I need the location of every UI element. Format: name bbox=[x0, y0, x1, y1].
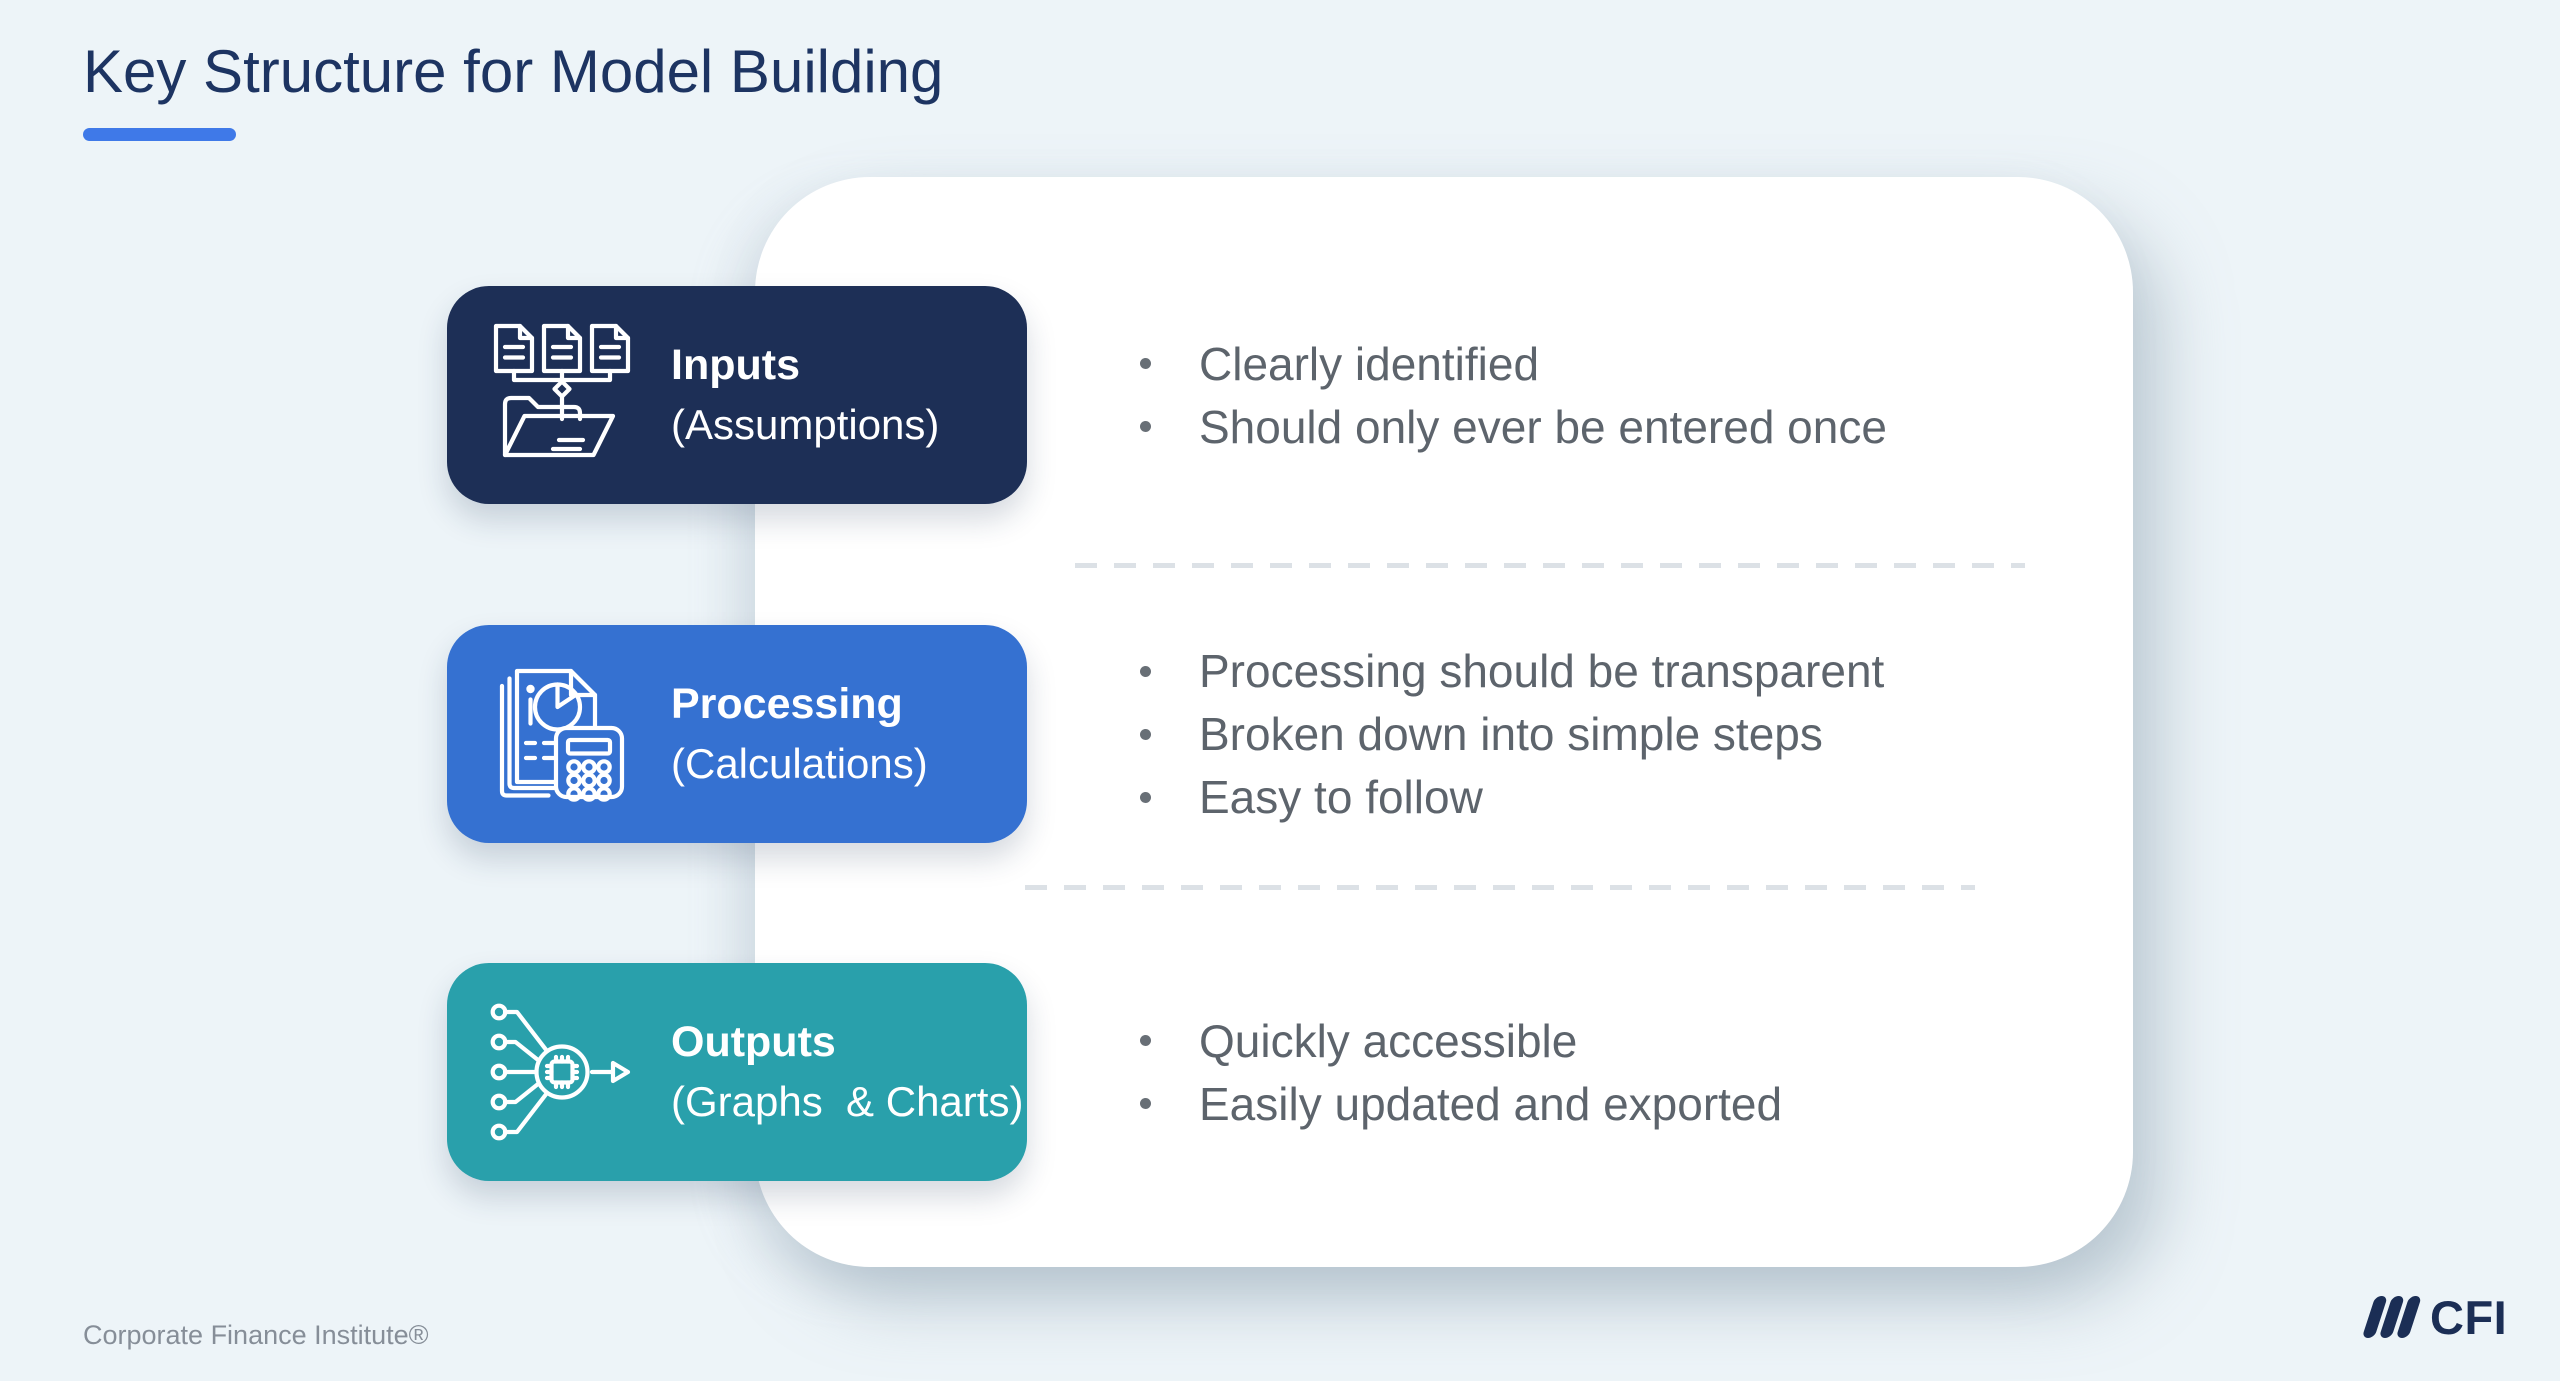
bullet-item: Processing should be transparent bbox=[1140, 640, 2150, 703]
bullet-text: Broken down into simple steps bbox=[1199, 708, 1823, 760]
cfi-logo-bars-icon bbox=[2363, 1296, 2421, 1338]
cfi-logo: CFI bbox=[2358, 1288, 2507, 1346]
bullet-text: Easily updated and exported bbox=[1199, 1077, 1783, 1130]
outputs-sublabel: (Graphs & Charts) bbox=[671, 1078, 1024, 1125]
separator-dashed-line bbox=[1075, 563, 2025, 568]
inputs-sublabel: (Assumptions) bbox=[671, 401, 940, 448]
data-processing-chip-icon bbox=[487, 997, 637, 1147]
footer-attribution: Corporate Finance Institute® bbox=[83, 1320, 429, 1350]
bullet-item: Clearly identified bbox=[1140, 332, 2150, 395]
inputs-badge-text: Inputs (Assumptions) bbox=[671, 335, 939, 455]
documents-to-folder-icon bbox=[487, 320, 637, 470]
processing-sublabel: (Calculations) bbox=[671, 740, 928, 787]
page-title: Key Structure for Model Building bbox=[83, 38, 944, 105]
bullet-text: Should only ever be entered once bbox=[1199, 400, 1887, 453]
outputs-badge: Outputs (Graphs & Charts) bbox=[447, 963, 1027, 1181]
outputs-badge-text: Outputs (Graphs & Charts) bbox=[671, 1012, 1023, 1132]
inputs-badge: Inputs (Assumptions) bbox=[447, 286, 1027, 504]
title-accent-bar bbox=[83, 128, 236, 141]
bullet-dot bbox=[1140, 728, 1151, 740]
bullet-text: Easy to follow bbox=[1199, 771, 1483, 823]
bullet-dot bbox=[1140, 791, 1151, 803]
bullet-text: Processing should be transparent bbox=[1199, 645, 1885, 697]
bullet-dot bbox=[1140, 1098, 1151, 1109]
bullet-dot bbox=[1140, 1035, 1151, 1046]
cfi-logo-text: CFI bbox=[2430, 1290, 2508, 1344]
processing-badge: Processing (Calculations) bbox=[447, 625, 1027, 843]
bullet-item: Easy to follow bbox=[1140, 766, 2150, 829]
bullet-text: Quickly accessible bbox=[1199, 1014, 1578, 1067]
processing-badge-text: Processing (Calculations) bbox=[671, 674, 928, 794]
bullet-dot bbox=[1140, 421, 1151, 432]
outputs-label: Outputs bbox=[671, 1018, 836, 1066]
bullet-text: Clearly identified bbox=[1199, 337, 1540, 390]
bullet-item: Should only ever be entered once bbox=[1140, 395, 2150, 458]
bullet-item: Easily updated and exported bbox=[1140, 1072, 2150, 1135]
bullet-item: Broken down into simple steps bbox=[1140, 703, 2150, 766]
separator-dashed-line bbox=[1025, 885, 1975, 890]
processing-label: Processing bbox=[671, 680, 903, 728]
inputs-label: Inputs bbox=[671, 341, 800, 389]
bullet-item: Quickly accessible bbox=[1140, 1009, 2150, 1072]
bullet-dot bbox=[1140, 358, 1151, 369]
report-calculator-icon bbox=[487, 659, 637, 809]
bullet-dot bbox=[1140, 665, 1151, 677]
